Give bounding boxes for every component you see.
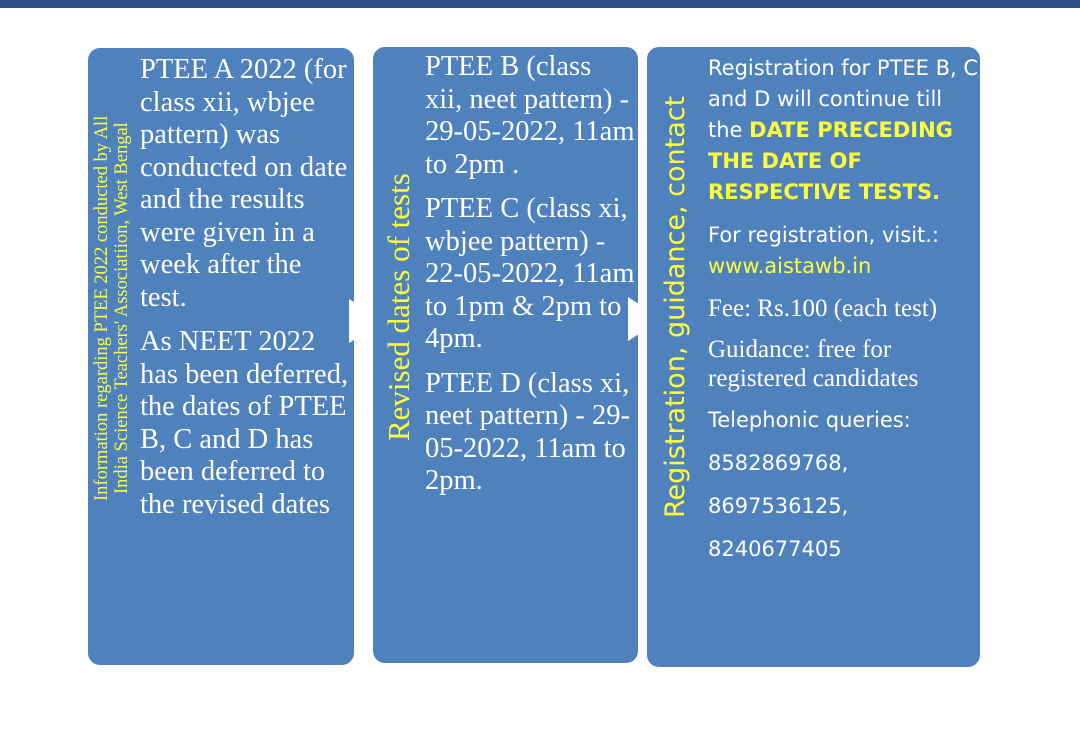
visit-text: For registration, visit.:	[708, 223, 940, 247]
test-date-item: PTEE C (class xi, wbjee pattern) - 22-05…	[425, 193, 635, 354]
visit-info: For registration, visit.: www.aistawb.in	[708, 220, 978, 282]
info-paragraph: PTEE A 2022 (for class xii, wbjee patter…	[140, 54, 348, 313]
phone-number: 8240677405	[708, 537, 842, 561]
registration-box: Registration, guidance, contact Registra…	[647, 47, 980, 667]
registration-side-label: Registration, guidance, contact	[660, 95, 691, 519]
top-bar	[0, 0, 1080, 8]
guidance-text: Guidance: free for registered candidates	[708, 336, 919, 392]
phone-number: 8582869768,	[708, 451, 849, 475]
side-label-line: India Science Teachers' Associatiion, We…	[112, 122, 132, 494]
registration-text: Registration for PTEE B, C and D will co…	[708, 56, 978, 142]
phone-label: Telephonic queries:	[708, 408, 911, 432]
info-box: Information regarding PTEE 2022 conducte…	[88, 48, 354, 665]
revised-dates-box: Revised dates of tests PTEE B (class xii…	[373, 47, 638, 663]
side-label-line: Information regarding PTEE 2022 conducte…	[92, 115, 112, 501]
fee-text: Fee: Rs.100 (each test)	[708, 295, 938, 322]
revised-dates-side-label: Revised dates of tests	[381, 173, 416, 441]
registration-deadline: DATE PRECEDING THE DATE OF RESPECTIVE TE…	[708, 118, 953, 204]
test-date-item: PTEE D (class xi, neet pattern) - 29-05-…	[425, 367, 630, 497]
info-side-label: Information regarding PTEE 2022 conducte…	[92, 78, 132, 538]
website-link[interactable]: www.aistawb.in	[708, 254, 872, 278]
test-date-item: PTEE B (class xii, neet pattern) - 29-05…	[425, 51, 635, 180]
info-paragraph: As NEET 2022 has been deferred, the date…	[140, 326, 349, 520]
registration-info: Registration for PTEE B, C and D will co…	[708, 53, 978, 208]
phone-number: 8697536125,	[708, 494, 849, 518]
